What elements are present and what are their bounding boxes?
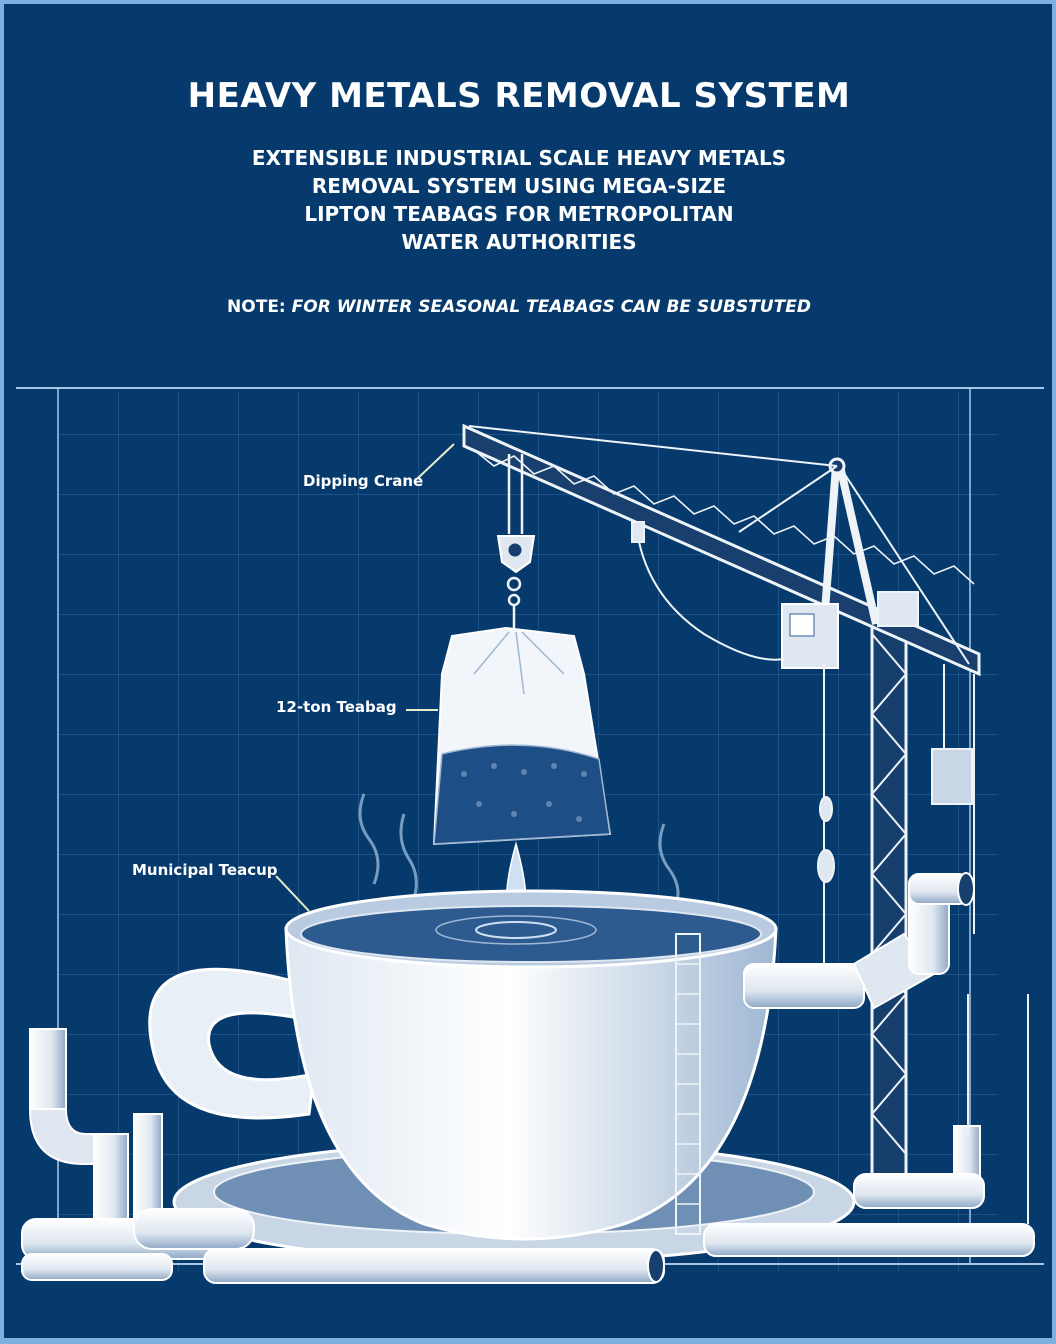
subtitle-line: WATER AUTHORITIES (401, 230, 637, 254)
page-title: HEAVY METALS REMOVAL SYSTEM (187, 76, 851, 116)
municipal-teacup (148, 889, 778, 1241)
label-teabag: 12-ton Teabag (276, 698, 397, 716)
blueprint-illustration (16, 387, 1044, 1284)
note: NOTE: FOR WINTER SEASONAL TEABAGS CAN BE… (4, 297, 1034, 317)
note-body: FOR WINTER SEASONAL TEABAGS CAN BE SUBST… (291, 297, 811, 317)
subtitle-line: REMOVAL SYSTEM USING MEGA-SIZE (311, 174, 727, 198)
note-prefix: NOTE: (227, 297, 286, 317)
label-dipping-crane: Dipping Crane (303, 472, 424, 490)
blueprint-poster: HEAVY METALS REMOVAL SYSTEM EXTENSIBLE I… (4, 4, 1052, 1338)
subtitle-line: LIPTON TEABAGS FOR METROPOLITAN (304, 202, 734, 226)
subtitle-line: EXTENSIBLE INDUSTRIAL SCALE HEAVY METALS (251, 146, 787, 170)
label-teacup: Municipal Teacup (132, 861, 278, 879)
teabag (432, 626, 612, 923)
subtitle: EXTENSIBLE INDUSTRIAL SCALE HEAVY METALS… (4, 144, 1034, 256)
right-pipework (703, 872, 1035, 1257)
leader-lines (275, 443, 455, 912)
left-pipework (21, 1028, 665, 1284)
